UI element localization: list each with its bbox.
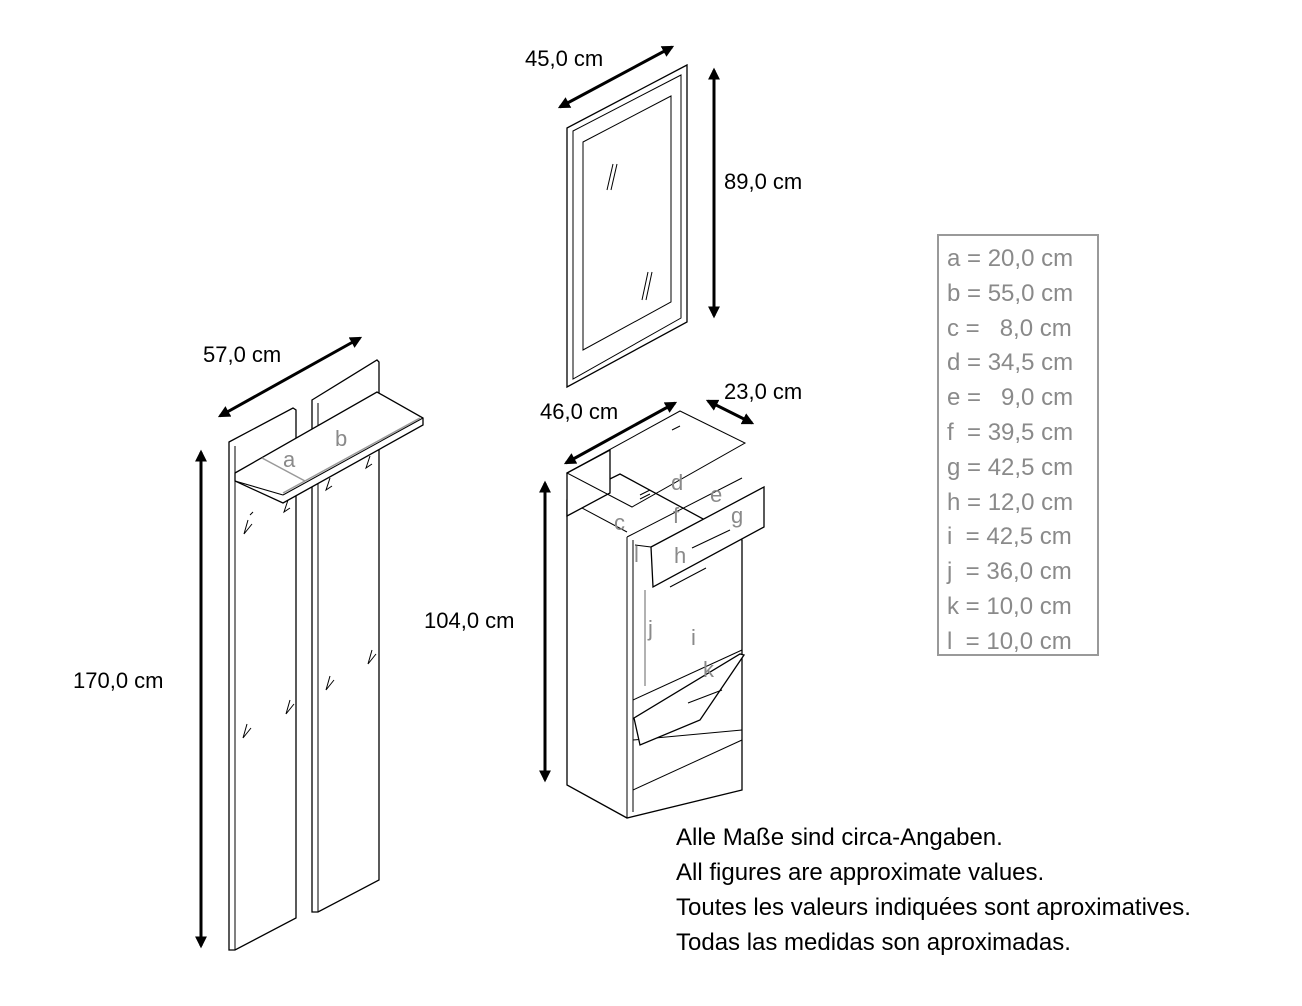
coat-rack-width-label: 57,0 cm — [203, 342, 281, 367]
legend-item-a: a = 20,0 cm — [947, 245, 1074, 272]
legend-item-k: k = 10,0 cm — [947, 592, 1072, 620]
mirror — [566, 63, 688, 389]
cabinet-depth-arrow — [705, 399, 755, 425]
part-label-a: a — [283, 447, 296, 472]
part-label-c: c — [614, 510, 625, 535]
note-spanish: Todas las medidas son aproximadas. — [676, 929, 1071, 956]
legend-item-j: j = 36,0 cm — [947, 558, 1072, 586]
part-label-i: i — [691, 625, 696, 650]
part-label-g: g — [731, 503, 743, 528]
mirror-width-label: 45,0 cm — [525, 46, 603, 71]
note-german: Alle Maße sind circa-Angaben. — [676, 824, 1003, 851]
part-label-b: b — [335, 426, 347, 451]
part-label-j: j — [647, 616, 653, 641]
part-label-f: f — [673, 503, 680, 528]
dimension-legend: a = 20,0 cm b = 55,0 cm c = 8,0 cm d = 3… — [937, 234, 1099, 656]
legend-item-g: g = 42,5 cm — [947, 453, 1074, 481]
coat-rack — [228, 359, 424, 951]
cabinet-width-arrow — [563, 401, 678, 465]
approximation-note: Alle Maße sind circa-Angaben. All figure… — [676, 820, 1191, 960]
part-label-e: e — [710, 482, 722, 507]
coat-rack-height-label: 170,0 cm — [73, 668, 164, 693]
mirror-height-label: 89,0 cm — [724, 169, 802, 194]
note-english: All figures are approximate values. — [676, 859, 1045, 886]
coat-rack-width-arrow — [217, 336, 363, 418]
legend-item-e: e = 9,0 cm — [947, 384, 1074, 412]
cabinet-width-label: 46,0 cm — [540, 399, 618, 424]
legend-item-b: b = 55,0 cm — [947, 279, 1074, 307]
legend-item-f: f = 39,5 cm — [947, 418, 1074, 446]
part-label-l: l — [634, 542, 639, 567]
mirror-width-arrow — [557, 45, 675, 109]
part-label-d: d — [671, 470, 683, 495]
cabinet-depth-label: 23,0 cm — [724, 379, 802, 404]
legend-item-h: h = 12,0 cm — [947, 488, 1074, 516]
legend-item-c: c = 8,0 cm — [947, 314, 1072, 342]
shoe-cabinet — [565, 410, 765, 819]
legend-item-i: i = 42,5 cm — [947, 523, 1072, 551]
note-french: Toutes les valeurs indiquées sont aproxi… — [676, 894, 1191, 921]
legend-item-l: l = 10,0 cm — [947, 627, 1072, 655]
legend-item-d: d = 34,5 cm — [947, 349, 1074, 377]
part-label-k: k — [703, 657, 715, 682]
cabinet-height-label: 104,0 cm — [424, 608, 515, 633]
part-label-h: h — [674, 543, 686, 568]
